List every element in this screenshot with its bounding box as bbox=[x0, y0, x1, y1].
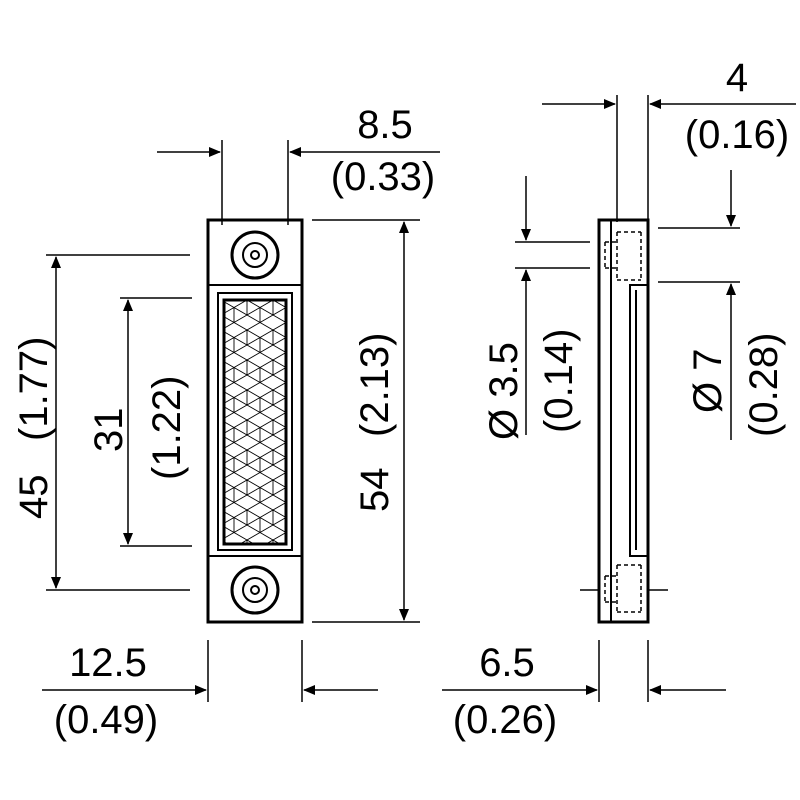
dim-hole-diameter-inch: (0.14) bbox=[537, 329, 581, 434]
side-view bbox=[580, 218, 668, 624]
lower-counterbore-hidden bbox=[604, 564, 642, 613]
dim-side-bottom-width-mm: 6.5 bbox=[479, 641, 535, 685]
dim-reflector-height-mm: 31 bbox=[87, 408, 131, 453]
dim-top-width-inch: (0.33) bbox=[331, 155, 436, 199]
dim-hole-diameter: Ø 3.5 (0.14) bbox=[482, 176, 590, 440]
dim-counterbore-diameter-inch: (0.28) bbox=[742, 333, 786, 438]
dim-side-top-width-inch: (0.16) bbox=[685, 113, 790, 157]
dim-overall-height-inch: (2.13) bbox=[353, 333, 397, 438]
dim-bottom-width: 12.5 (0.49) bbox=[42, 640, 378, 742]
dim-side-bottom-width: 6.5 (0.26) bbox=[442, 640, 726, 742]
dim-counterbore-diameter: Ø 7 (0.28) bbox=[658, 170, 786, 440]
upper-mounting-hole bbox=[230, 230, 280, 280]
dim-reflector-height-inch: (1.22) bbox=[145, 376, 189, 481]
dim-overall-height-mm: 54 bbox=[353, 468, 397, 513]
dim-reflector-height: 31 (1.22) bbox=[87, 297, 192, 547]
dim-bottom-width-mm: 12.5 bbox=[69, 641, 147, 685]
dim-overall-height: 54 (2.13) bbox=[312, 219, 420, 623]
dim-hole-spacing-inch: (1.77) bbox=[12, 337, 56, 442]
front-view bbox=[206, 218, 304, 624]
lower-mounting-hole bbox=[230, 565, 280, 615]
reflector-slot bbox=[629, 284, 649, 557]
front-body-outline bbox=[206, 218, 304, 624]
dim-side-bottom-width-inch: (0.26) bbox=[453, 698, 558, 742]
upper-counterbore-hidden bbox=[604, 231, 642, 281]
dim-bottom-width-inch: (0.49) bbox=[54, 698, 159, 742]
dim-hole-spacing: 45 (1.77) bbox=[12, 254, 190, 591]
dim-hole-diameter-mm: Ø 3.5 bbox=[482, 342, 526, 440]
dim-counterbore-diameter-mm: Ø 7 bbox=[686, 349, 730, 413]
dim-side-top-width: 4 (0.16) bbox=[542, 56, 796, 222]
dim-top-width: 8.5 (0.33) bbox=[157, 103, 440, 225]
dim-hole-spacing-mm: 45 bbox=[12, 475, 56, 520]
dim-side-top-width-mm: 4 bbox=[726, 56, 748, 100]
dim-top-width-mm: 8.5 bbox=[357, 103, 413, 147]
reflector-face bbox=[217, 292, 293, 551]
